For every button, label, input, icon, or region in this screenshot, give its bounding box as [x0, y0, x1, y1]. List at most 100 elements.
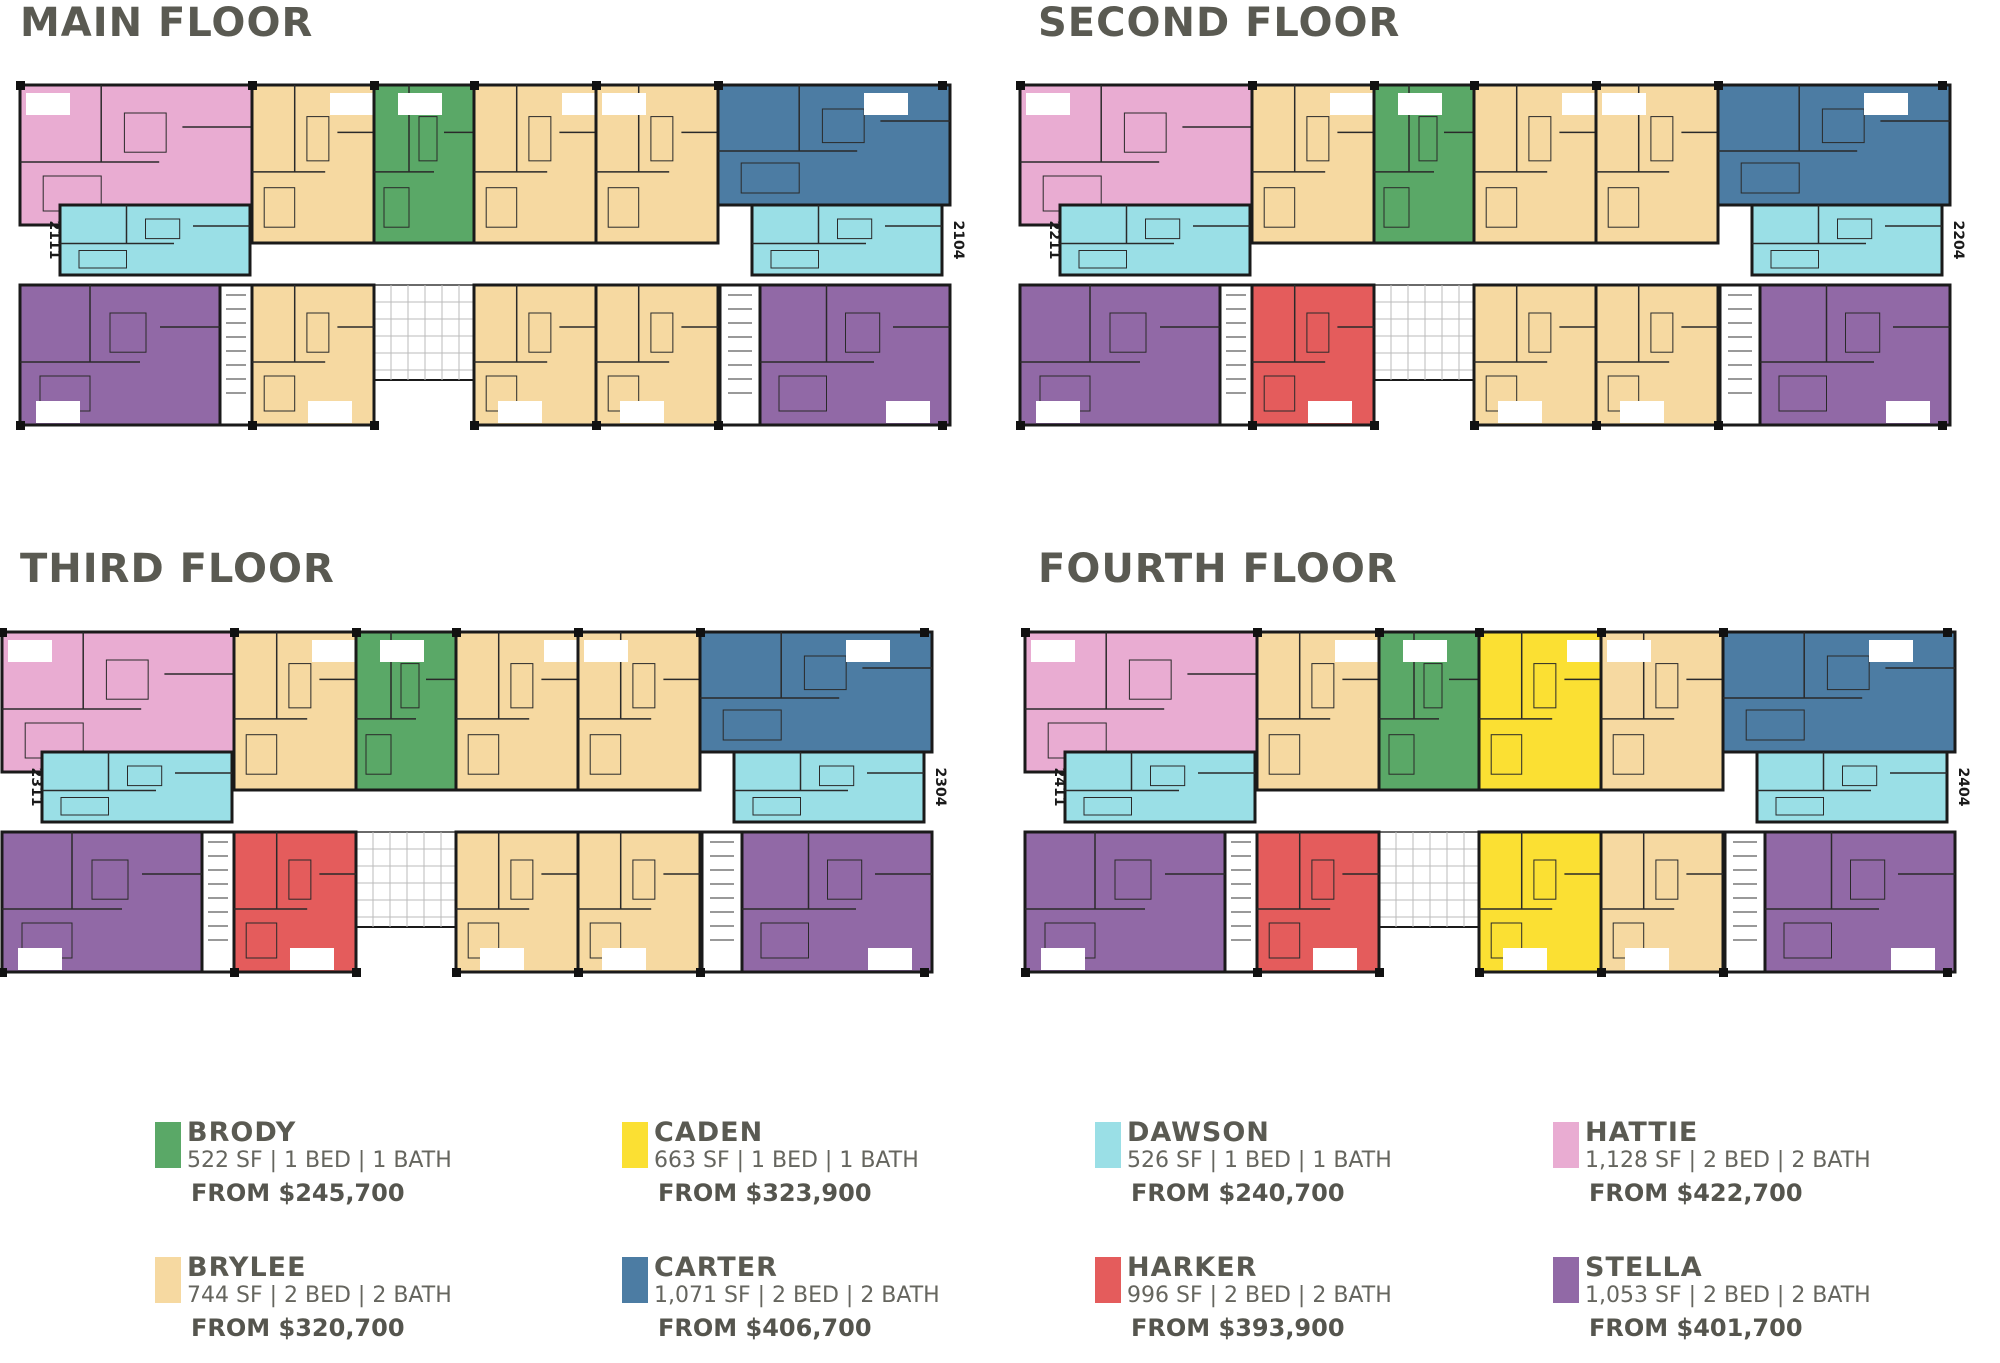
- unit-2407[interactable]: 2407: [1477, 630, 1611, 792]
- unit-2311[interactable]: 2311: [28, 750, 234, 824]
- unit-2305[interactable]: 2305: [698, 630, 934, 754]
- legend-swatch: [1095, 1257, 1121, 1303]
- unit-2102[interactable]: 2102: [594, 283, 720, 427]
- room-partitions: [252, 85, 374, 228]
- room-partitions: [474, 285, 596, 412]
- building-core: [1223, 830, 1767, 974]
- unit-2413[interactable]: 2413: [1255, 830, 1381, 974]
- room-partitions: [42, 752, 232, 816]
- unit-2313[interactable]: 2313: [232, 830, 358, 974]
- unit-number-label: 2404: [1955, 768, 1971, 807]
- legend-spec: 1,071 SF | 2 BED | 2 BATH: [654, 1283, 940, 1308]
- unit-2110[interactable]: 2110: [18, 83, 254, 227]
- room-partitions: [474, 85, 596, 228]
- room-partitions: [234, 832, 356, 959]
- unit-2310[interactable]: 2310: [0, 630, 236, 774]
- unit-2412[interactable]: 2412: [1023, 830, 1227, 974]
- floor-plan-third: 231023092308230723062305 2311 2304 23122313…: [0, 622, 952, 1042]
- unit-2111[interactable]: 2111: [46, 203, 252, 277]
- room-partitions: [700, 632, 932, 741]
- legend-spec: 1,128 SF | 2 BED | 2 BATH: [1585, 1148, 1871, 1173]
- legend-spec: 522 SF | 1 BED | 1 BATH: [187, 1148, 452, 1173]
- floor-plan-third-svg: 231023092308230723062305 2311 2304 23122313…: [0, 628, 948, 977]
- unit-2406[interactable]: 2406: [1599, 630, 1725, 792]
- floor-plan-main-svg: 211021092108210721062105 2111 2104 21122113…: [16, 81, 966, 430]
- unit-2307[interactable]: 2307: [454, 630, 588, 792]
- legend-name: HATTIE: [1585, 1117, 1699, 1148]
- legend-price: FROM $323,900: [658, 1179, 872, 1207]
- room-partitions: [1765, 832, 1955, 959]
- unit-2404[interactable]: 2404: [1755, 750, 1971, 824]
- unit-2108[interactable]: 2108: [372, 83, 476, 245]
- unit-2106[interactable]: 2106: [594, 83, 720, 245]
- unit-2403[interactable]: 2403: [1763, 830, 1957, 974]
- unit-2303[interactable]: 2303: [740, 830, 934, 974]
- building-core: [218, 283, 762, 427]
- building-core: [200, 830, 744, 974]
- floor-plan-second: 221022092208220722062205 2211 2204 22122213…: [1016, 75, 1970, 495]
- unit-2208[interactable]: 2208: [1372, 83, 1476, 245]
- unit-2107[interactable]: 2107: [472, 83, 606, 245]
- legend-name: DAWSON: [1127, 1117, 1270, 1148]
- legend-spec: 744 SF | 2 BED | 2 BATH: [187, 1283, 452, 1308]
- unit-2203[interactable]: 2203: [1758, 283, 1952, 427]
- unit-2209[interactable]: 2209: [1250, 83, 1376, 245]
- room-partitions: [1020, 85, 1252, 212]
- unit-2302[interactable]: 2302: [576, 830, 702, 974]
- floor-title-third: THIRD FLOOR: [20, 546, 335, 592]
- legend-name: STELLA: [1585, 1252, 1703, 1283]
- unit-2109[interactable]: 2109: [250, 83, 376, 245]
- unit-2205[interactable]: 2205: [1716, 83, 1952, 207]
- room-partitions: [1025, 832, 1225, 959]
- unit-2212[interactable]: 2212: [1018, 283, 1222, 427]
- unit-2206[interactable]: 2206: [1594, 83, 1720, 245]
- structural-columns: [1016, 81, 1947, 430]
- unit-2409[interactable]: 2409: [1255, 630, 1381, 792]
- unit-number-label: 2311: [28, 768, 44, 807]
- legend-name: BRODY: [187, 1117, 297, 1148]
- legend-spec: 526 SF | 1 BED | 1 BATH: [1127, 1148, 1392, 1173]
- structural-columns: [1021, 628, 1952, 977]
- unit-2202[interactable]: 2202: [1594, 283, 1720, 427]
- floor-plan-fourth: 2410240924082407240624052411240424122413…: [1021, 622, 1975, 1042]
- unit-2405[interactable]: 2405: [1721, 630, 1957, 754]
- legend-name: CARTER: [654, 1252, 778, 1283]
- legend-price: FROM $245,700: [191, 1179, 405, 1207]
- unit-2103[interactable]: 2103: [758, 283, 952, 427]
- unit-2101[interactable]: 2101: [472, 283, 598, 427]
- unit-2411[interactable]: 2411: [1051, 750, 1257, 824]
- unit-number-label: 2211: [1046, 221, 1062, 260]
- unit-2304[interactable]: 2304: [732, 750, 948, 824]
- unit-2201[interactable]: 2201: [1472, 283, 1598, 427]
- unit-2308[interactable]: 2308: [354, 630, 458, 792]
- floor-title-main: MAIN FLOOR: [20, 0, 314, 46]
- unit-2104[interactable]: 2104: [750, 203, 966, 277]
- unit-2301[interactable]: 2301: [454, 830, 580, 974]
- unit-2401[interactable]: 2401: [1477, 830, 1603, 974]
- unit-2211[interactable]: 2211: [1046, 203, 1252, 277]
- unit-2306[interactable]: 2306: [576, 630, 702, 792]
- room-partitions: [742, 832, 932, 959]
- unit-2312[interactable]: 2312: [0, 830, 204, 974]
- room-partitions: [20, 285, 220, 412]
- room-partitions: [1252, 85, 1374, 228]
- unit-2402[interactable]: 2402: [1599, 830, 1725, 974]
- structural-columns: [0, 628, 929, 977]
- legend-spec: 1,053 SF | 2 BED | 2 BATH: [1585, 1283, 1871, 1308]
- unit-2204[interactable]: 2204: [1750, 203, 1966, 277]
- legend-item-carter: CARTER 1,071 SF | 2 BED | 2 BATH FROM $4…: [622, 1253, 1042, 1363]
- unit-2207[interactable]: 2207: [1472, 83, 1606, 245]
- unit-2213[interactable]: 2213: [1250, 283, 1376, 427]
- unit-2113[interactable]: 2113: [250, 283, 376, 427]
- legend-price: FROM $422,700: [1589, 1179, 1803, 1207]
- unit-2105[interactable]: 2105: [716, 83, 952, 207]
- room-partitions: [578, 832, 700, 959]
- structural-columns: [16, 81, 947, 430]
- room-partitions: [718, 85, 950, 194]
- unit-2210[interactable]: 2210: [1018, 83, 1254, 227]
- room-partitions: [1020, 285, 1220, 412]
- unit-2408[interactable]: 2408: [1377, 630, 1481, 792]
- legend-price: FROM $406,700: [658, 1314, 872, 1342]
- unit-2309[interactable]: 2309: [232, 630, 358, 792]
